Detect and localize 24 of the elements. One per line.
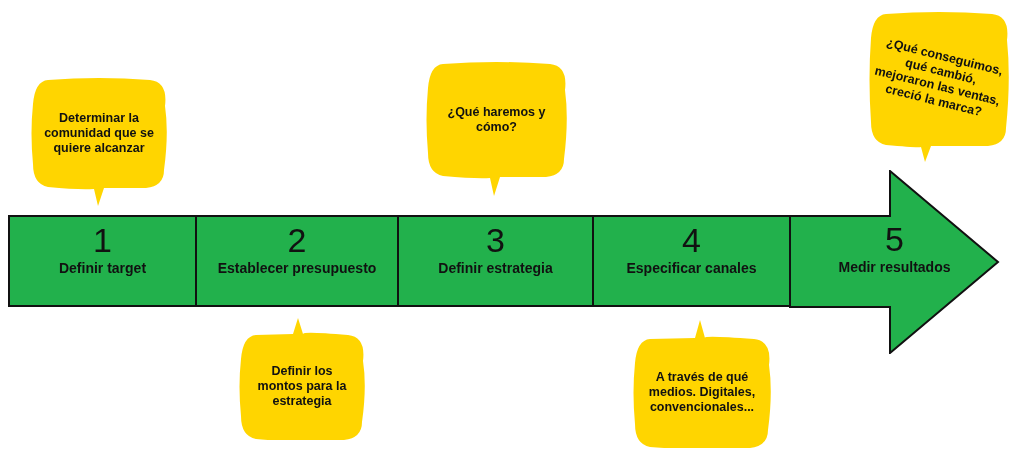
- bubble-text: A través de qué medios. Digitales, convencionales...: [647, 370, 757, 415]
- bubble-text: Definir los montos para la estrategia: [257, 364, 347, 409]
- speech-bubble: [868, 12, 1010, 162]
- step-label: Establecer presupuesto: [217, 259, 377, 277]
- step-number: 4: [682, 221, 701, 259]
- step-label: Definir estrategia: [438, 259, 553, 277]
- step-segment: [195, 215, 399, 307]
- bubble-text: Determinar la comunidad que se quiere alcanzar: [43, 110, 155, 156]
- step-label: Especificar canales: [626, 259, 757, 277]
- arrow-head-segment: [789, 170, 1000, 354]
- step-number: 2: [287, 221, 307, 259]
- speech-bubble: [425, 62, 568, 196]
- speech-bubble: [632, 320, 772, 448]
- step-label: Definir target: [58, 259, 147, 277]
- step-segment: [592, 215, 791, 307]
- step-number: 1: [93, 221, 112, 259]
- step-number: 5: [885, 220, 904, 258]
- speech-bubble: [30, 78, 168, 206]
- step-segment: [397, 215, 594, 307]
- bubble-text: ¿Qué haremos y cómo?: [446, 104, 547, 135]
- step-label: Medir resultados: [838, 258, 951, 276]
- step-number: 3: [486, 221, 505, 259]
- speech-bubble: [238, 318, 366, 440]
- step-segment: [8, 215, 197, 307]
